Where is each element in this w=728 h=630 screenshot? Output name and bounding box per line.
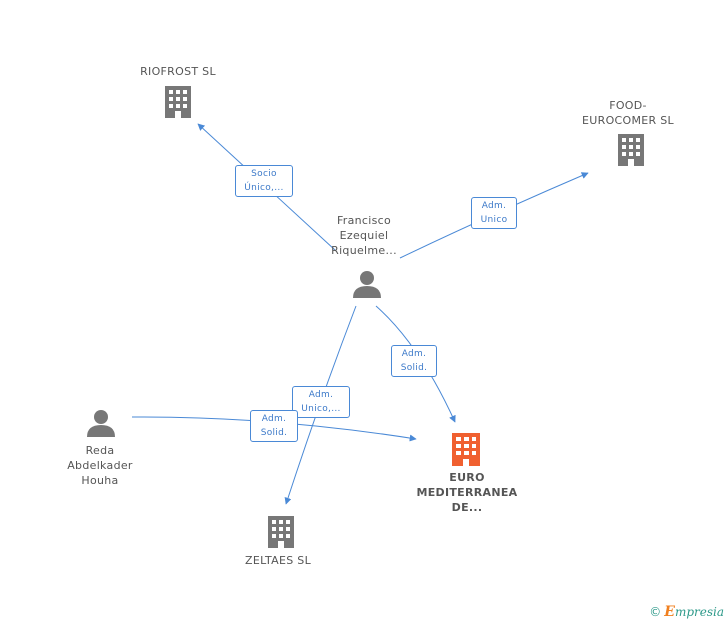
building-icon[interactable] [165, 86, 191, 118]
edge-label-adm-unico-zeltaes: Adm. Unico,... [292, 386, 350, 418]
node-label-euro-mediterranea[interactable]: EURO MEDITERRANEA DE... [416, 471, 518, 514]
empresia-logo: ©Empresia [649, 604, 724, 620]
edge-label-adm-solid-francisco: Adm. Solid. [391, 345, 437, 377]
edge-label-socio-unico: Socio Único,... [235, 165, 293, 197]
node-label-francisco[interactable]: Francisco Ezequiel Riquelme... [331, 214, 397, 257]
person-icon[interactable] [353, 271, 381, 298]
edge-label-adm-solid-reda: Adm. Solid. [250, 410, 298, 442]
node-label-zeltaes[interactable]: ZELTAES SL [244, 554, 312, 567]
building-icon[interactable] [618, 134, 644, 166]
building-icon[interactable] [268, 516, 294, 548]
brand-initial: E [664, 604, 675, 620]
brand-name: mpresia [674, 605, 724, 619]
building-icon[interactable] [452, 433, 480, 466]
edge-label-adm-unico: Adm. Unico [471, 197, 517, 229]
node-label-reda[interactable]: Reda Abdelkader Houha [67, 444, 133, 487]
copyright-symbol: © [649, 605, 662, 619]
person-icon[interactable] [87, 410, 115, 437]
node-label-riofrost[interactable]: RIOFROST SL [140, 65, 216, 78]
node-label-food-eurocomer[interactable]: FOOD- EUROCOMER SL [582, 99, 674, 127]
